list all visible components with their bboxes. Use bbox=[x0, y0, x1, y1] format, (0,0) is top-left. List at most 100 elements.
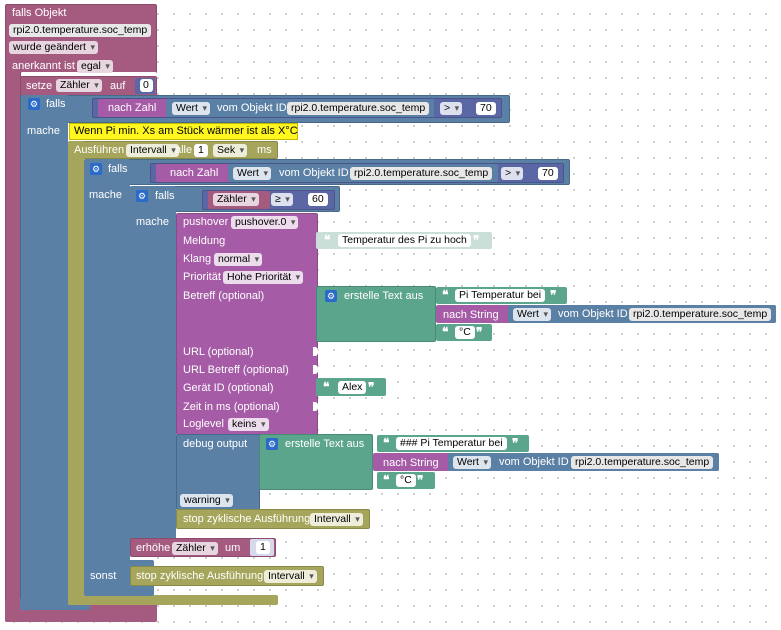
if2-object-id[interactable]: rpi2.0.temperature.soc_temp bbox=[350, 167, 493, 180]
if3-value[interactable]: 60 bbox=[308, 193, 328, 206]
if1-of-object-label: vom Objekt ID bbox=[217, 102, 287, 114]
if3-var-dropdown[interactable]: Zähler bbox=[213, 193, 259, 206]
if1-left-bar bbox=[20, 95, 68, 610]
subject-part1-text[interactable]: Pi Temperatur bei bbox=[455, 289, 546, 302]
stop-inner-dropdown[interactable]: Intervall bbox=[310, 513, 363, 526]
set-variable-label: setze bbox=[26, 80, 53, 92]
subject-part3-quote-close-icon: ❞ bbox=[476, 325, 483, 339]
subject-to-string-label: nach String bbox=[443, 309, 499, 321]
interval-unit2-label: ms bbox=[257, 144, 272, 156]
interval-label: Ausführen bbox=[74, 144, 125, 156]
if2-left-bar bbox=[84, 159, 130, 591]
subject-part1-quote-close-icon: ❞ bbox=[550, 288, 557, 302]
if3-gear-icon[interactable]: ⚙ bbox=[136, 190, 148, 202]
debug-prop-dropdown[interactable]: Wert bbox=[453, 456, 491, 469]
subject-part3-quote-open-icon: ❝ bbox=[442, 325, 449, 339]
if3-left-bar bbox=[130, 186, 176, 540]
stop-else-label: stop zyklische Ausführung bbox=[136, 570, 264, 582]
trigger-condition-dropdown[interactable]: wurde geändert bbox=[9, 41, 98, 54]
message-text[interactable]: Temperatur des Pi zu hoch bbox=[338, 234, 471, 247]
set-variable-to-label: auf bbox=[110, 80, 126, 92]
debug-to-string-label: nach String bbox=[383, 457, 439, 469]
device-quote-close-icon: ❞ bbox=[368, 380, 375, 394]
trigger-ack-label: anerkannt ist bbox=[12, 60, 75, 72]
stop-else-dropdown[interactable]: Intervall bbox=[264, 570, 317, 583]
message-quote-close-icon: ❞ bbox=[473, 233, 480, 247]
interval-foot bbox=[68, 595, 278, 605]
pushover-url-title-label: URL Betreff (optional) bbox=[183, 364, 289, 376]
comment-note[interactable]: Wenn Pi min. Xs am Stück wärmer ist als … bbox=[69, 123, 298, 140]
debug-part3-quote-close-icon: ❞ bbox=[417, 473, 424, 487]
debug-part1-quote-open-icon: ❝ bbox=[383, 436, 390, 450]
if2-do-label: mache bbox=[89, 189, 123, 201]
if2-to-number-label: nach Zahl bbox=[170, 167, 219, 179]
subject-object-id[interactable]: rpi2.0.temperature.soc_temp bbox=[629, 308, 772, 321]
pushover-instance-dropdown[interactable]: pushover.0 bbox=[231, 216, 299, 229]
pushover-time-label: Zeit in ms (optional) bbox=[183, 401, 280, 413]
debug-label: debug output bbox=[183, 438, 248, 450]
pushover-block[interactable] bbox=[176, 213, 318, 435]
debug-level-dropdown[interactable]: warning bbox=[180, 494, 233, 507]
if1-object-id[interactable]: rpi2.0.temperature.soc_temp bbox=[287, 102, 430, 115]
if2-of-object-label: vom Objekt ID bbox=[279, 167, 349, 179]
if2-label: falls bbox=[108, 163, 128, 175]
if2-gear-icon[interactable]: ⚙ bbox=[90, 163, 102, 175]
trigger-object-id[interactable]: rpi2.0.temperature.soc_temp bbox=[9, 24, 152, 37]
if1-op-dropdown[interactable]: > bbox=[440, 102, 463, 115]
pushover-url-socket bbox=[313, 347, 318, 356]
increment-by-label: um bbox=[225, 542, 241, 554]
debug-create-label: erstelle Text aus bbox=[285, 438, 365, 450]
message-quote-open-icon: ❝ bbox=[324, 233, 331, 247]
pushover-device-label: Gerät ID (optional) bbox=[183, 382, 274, 394]
subject-of-object-label: vom Objekt ID bbox=[558, 308, 628, 320]
if3-do-label: mache bbox=[136, 216, 170, 228]
if3-label: falls bbox=[155, 190, 175, 202]
if1-value[interactable]: 70 bbox=[476, 102, 496, 115]
debug-gear-icon[interactable]: ⚙ bbox=[266, 438, 278, 450]
if1-gear-icon[interactable]: ⚙ bbox=[28, 98, 40, 110]
debug-create-text-block[interactable] bbox=[259, 434, 373, 490]
pushover-label: pushover bbox=[183, 216, 229, 228]
debug-part3-text[interactable]: °C bbox=[396, 474, 416, 487]
subject-gear-icon[interactable]: ⚙ bbox=[325, 290, 337, 302]
pushover-message-label: Meldung bbox=[183, 235, 226, 247]
interval-value[interactable]: 1 bbox=[194, 144, 208, 157]
pushover-loglevel-label: Loglevel bbox=[183, 418, 224, 430]
pushover-priority-label: Priorität bbox=[183, 271, 221, 283]
if3-op-dropdown[interactable]: ≥ bbox=[271, 193, 293, 206]
trigger-title: falls Objekt bbox=[12, 7, 67, 19]
if2-else-label: sonst bbox=[90, 570, 117, 582]
if1-prop-dropdown[interactable]: Wert bbox=[172, 102, 210, 115]
subject-part3-text[interactable]: °C bbox=[455, 326, 475, 339]
increment-label: erhöhe bbox=[136, 542, 171, 554]
pushover-priority-dropdown[interactable]: Hohe Priorität bbox=[223, 271, 304, 284]
pushover-time-socket bbox=[313, 402, 318, 411]
if1-to-number-label: nach Zahl bbox=[108, 102, 157, 114]
subject-create-label: erstelle Text aus bbox=[344, 290, 424, 302]
trigger-ack-dropdown[interactable]: egal bbox=[77, 60, 113, 73]
interval-unit-dropdown[interactable]: Sek bbox=[213, 144, 248, 157]
set-variable-dropdown[interactable]: Zähler bbox=[56, 79, 102, 92]
set-variable-value[interactable]: 0 bbox=[140, 79, 153, 92]
device-text[interactable]: Alex bbox=[338, 381, 367, 394]
pushover-sound-dropdown[interactable]: normal bbox=[214, 253, 263, 266]
if2-prop-dropdown[interactable]: Wert bbox=[233, 167, 271, 180]
subject-part1-quote-open-icon: ❝ bbox=[442, 288, 449, 302]
increment-value[interactable]: 1 bbox=[256, 541, 270, 554]
interval-left-bar bbox=[68, 141, 84, 605]
debug-object-id[interactable]: rpi2.0.temperature.soc_temp bbox=[571, 456, 714, 469]
pushover-sound-label: Klang bbox=[183, 253, 212, 265]
subject-prop-dropdown[interactable]: Wert bbox=[513, 308, 551, 321]
debug-part3-quote-open-icon: ❝ bbox=[383, 473, 390, 487]
if1-label: falls bbox=[46, 98, 66, 110]
increment-var-dropdown[interactable]: Zähler bbox=[172, 542, 218, 555]
pushover-url-label: URL (optional) bbox=[183, 346, 254, 358]
interval-name-dropdown[interactable]: Intervall bbox=[126, 144, 179, 157]
if2-value[interactable]: 70 bbox=[538, 167, 558, 180]
pushover-subject-label: Betreff (optional) bbox=[183, 290, 265, 302]
device-quote-open-icon: ❝ bbox=[323, 380, 330, 394]
debug-part1-text[interactable]: ### Pi Temperatur bei bbox=[396, 437, 507, 450]
debug-of-object-label: vom Objekt ID bbox=[499, 456, 569, 468]
if2-op-dropdown[interactable]: > bbox=[501, 167, 524, 180]
pushover-loglevel-dropdown[interactable]: keins bbox=[228, 418, 269, 431]
